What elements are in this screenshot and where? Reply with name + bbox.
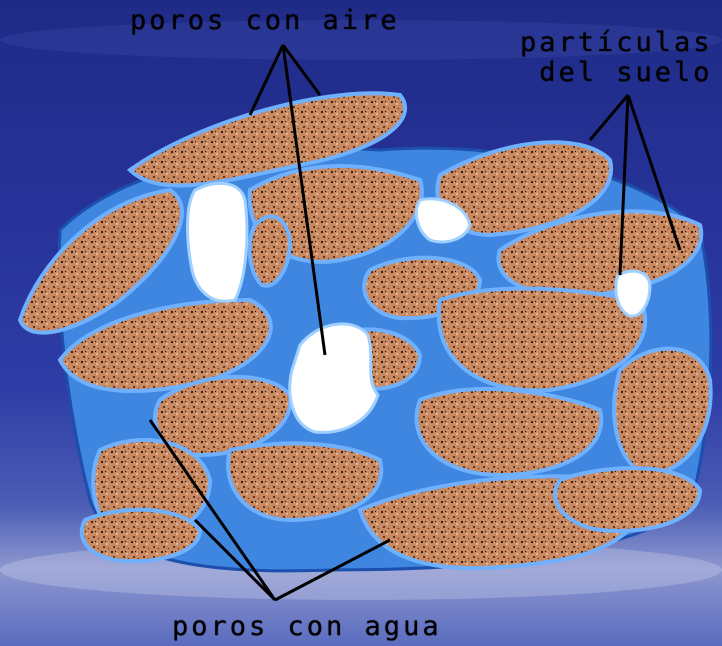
soil-particles-label-line2: del suelo	[520, 58, 713, 88]
soil-particles-label: partículas del suelo	[520, 28, 713, 88]
air-pores-label: poros con aire	[130, 6, 400, 36]
air-pore	[290, 324, 378, 432]
air-pore	[187, 183, 246, 301]
air-pore	[616, 271, 650, 316]
soil-particle	[555, 468, 700, 531]
soil-particle	[82, 510, 200, 561]
water-pores-label: poros con agua	[172, 612, 442, 642]
particles-pointer-line	[590, 95, 628, 140]
air-pointer-line	[250, 45, 283, 115]
soil-particles-label-line1: partículas	[520, 28, 713, 58]
